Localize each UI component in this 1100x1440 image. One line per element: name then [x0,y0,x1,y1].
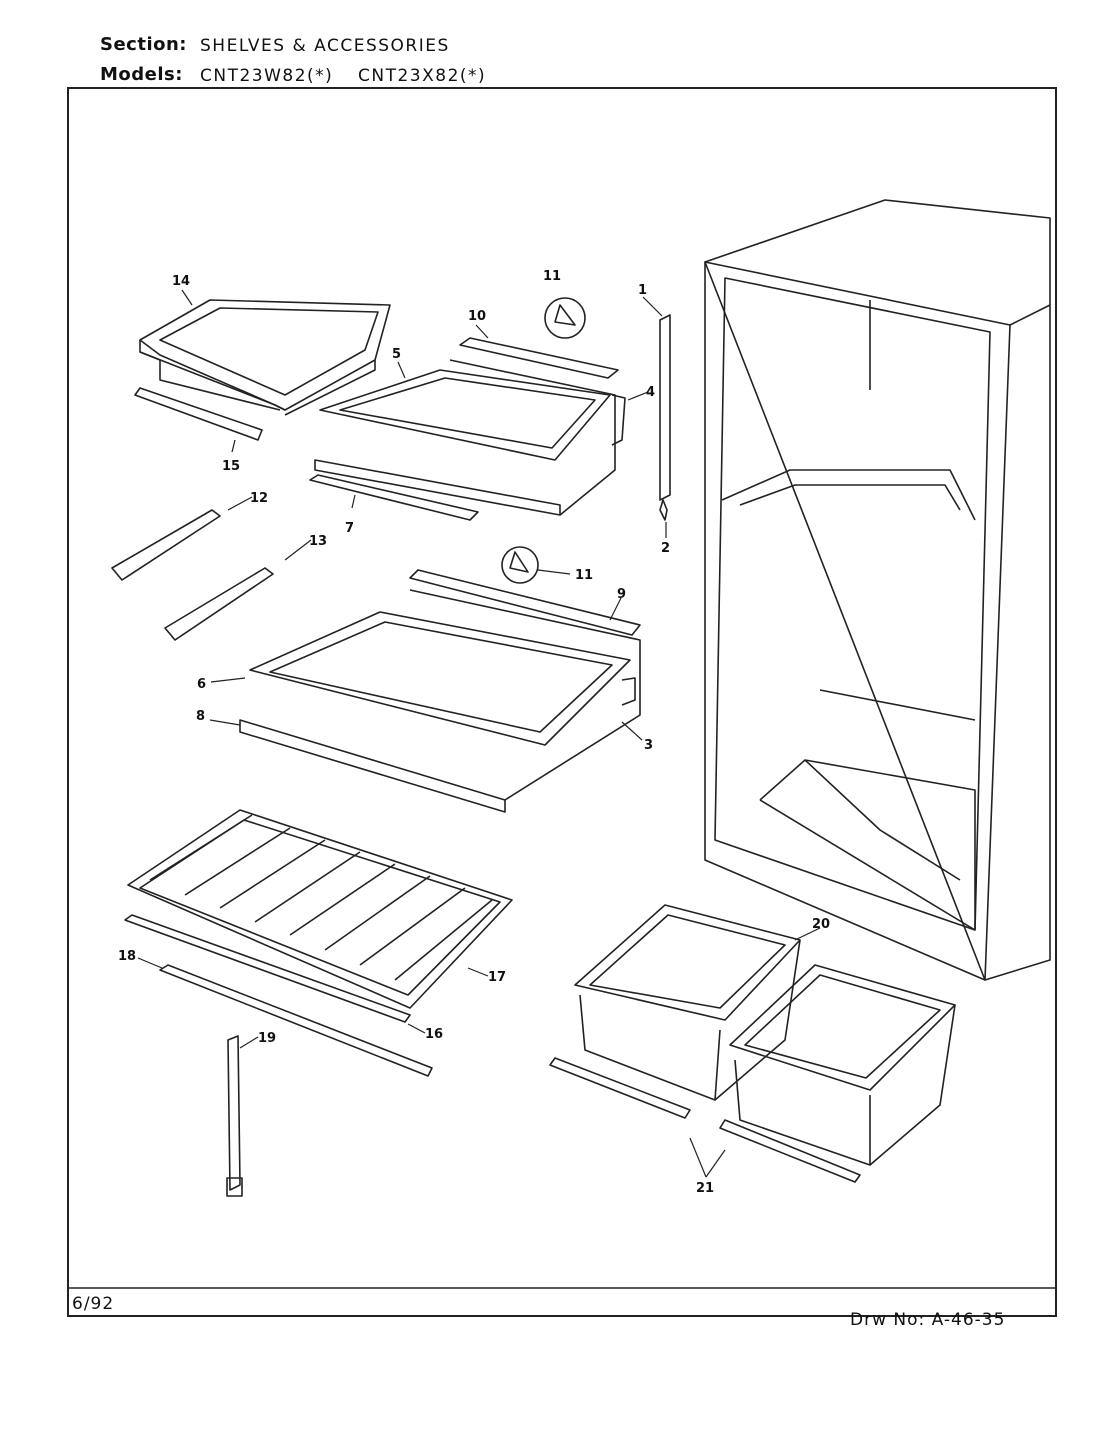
callout-11-lower: 11 [575,568,593,583]
shelf-trim-9 [409,569,641,636]
shelf-trim-10 [459,337,619,379]
leader-lines [137,289,821,1178]
callout-19: 19 [258,1031,276,1046]
lower-glass-shelf [239,589,641,813]
refrigerator-cabinet [704,199,1051,981]
detail-circle-11-upper [544,297,586,339]
callout-14: 14 [172,274,190,289]
callout-3: 3 [644,738,653,753]
drawing-date: 6/92 [72,1294,115,1314]
shelf-rail-18 [159,964,433,1077]
callout-5: 5 [392,347,401,362]
crisper-drawer-right [729,964,956,1166]
detail-circle-11-lower [501,546,539,584]
callout-18: 18 [118,949,136,964]
drawer-rail-21-left [549,1057,691,1119]
callout-12: 12 [250,491,268,506]
section-label: Section: [100,34,187,55]
callout-16: 16 [425,1027,443,1042]
model-number-2: CNT23X82(*) [358,66,487,86]
drawer-rail-15 [134,387,263,441]
models-label: Models: [100,64,183,85]
callout-8: 8 [196,709,205,724]
drawing-number: Drw No: A-46-35 [850,1310,1006,1330]
drawer-rail-21-right [719,1119,861,1183]
drawing-frame [67,87,1057,1317]
callout-7: 7 [345,521,354,536]
callout-4: 4 [646,385,655,400]
upper-glass-shelf [314,359,626,516]
callout-9: 9 [617,587,626,602]
callout-10: 10 [468,309,486,324]
callout-11-upper: 11 [543,269,561,284]
callout-6: 6 [197,677,206,692]
callout-1: 1 [638,283,647,298]
callout-20: 20 [812,917,830,932]
shelf-bracket-13 [164,567,274,641]
shelf-rail-16 [124,914,411,1023]
section-title: SHELVES & ACCESSORIES [200,36,450,56]
callout-2: 2 [661,541,670,556]
callout-15: 15 [222,459,240,474]
shelf-support-ladder [659,314,671,521]
support-clip [226,1177,243,1197]
callout-17: 17 [488,970,506,985]
model-number-1: CNT23W82(*) [200,66,334,86]
crisper-drawer-left [574,904,801,1101]
callout-numbers: 14 15 11 10 5 4 7 1 2 12 13 11 9 6 8 3 1… [118,269,830,1196]
crisper-drawer-small [139,299,391,416]
shelf-front-7 [309,474,479,521]
shelf-support-19 [227,1035,241,1191]
callout-21: 21 [696,1181,714,1196]
callout-13: 13 [309,534,327,549]
slide-out-shelf [127,809,513,1009]
shelf-bracket-12 [111,509,221,581]
